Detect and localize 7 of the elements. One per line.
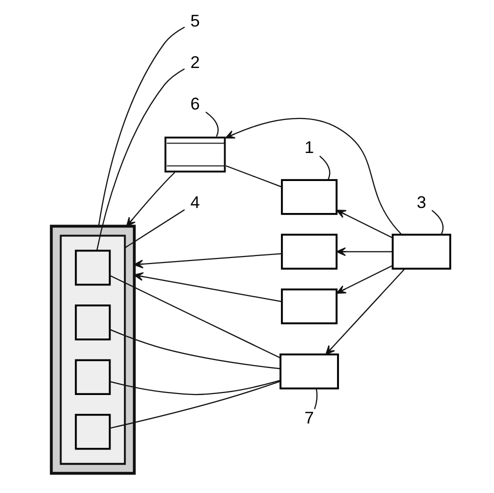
node-text: 2 — [190, 53, 200, 72]
node-text: 1 — [304, 138, 314, 158]
node-text: 3 — [416, 192, 426, 212]
node-text: 6 — [190, 94, 200, 114]
node-text: 4 — [190, 192, 200, 212]
node-text: 5 — [190, 12, 200, 31]
node-text: 7 — [304, 408, 314, 428]
